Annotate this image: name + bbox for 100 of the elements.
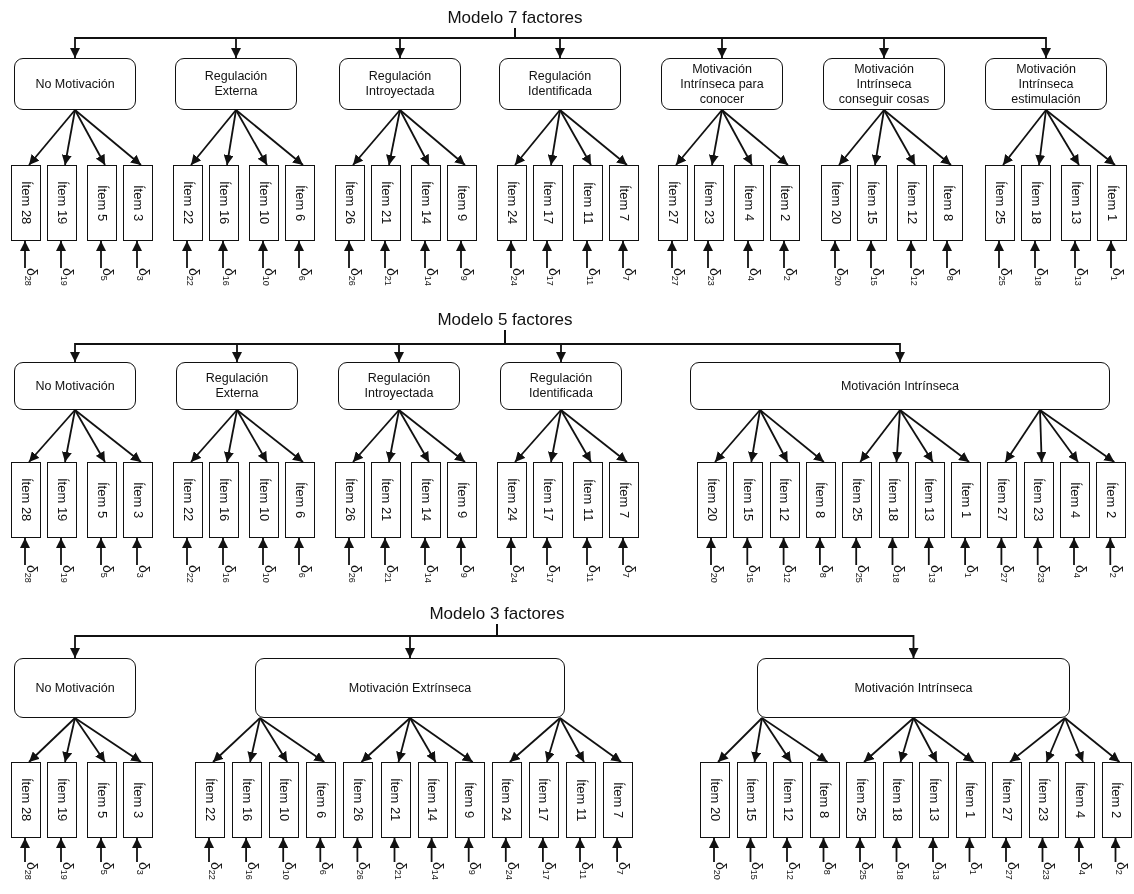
item-box: Ítem 26	[335, 165, 365, 241]
item-box: Ítem 7	[603, 762, 634, 838]
item-box: Ítem 4	[1065, 762, 1095, 838]
factor-box: No Motivación	[14, 362, 136, 410]
arrow	[851, 537, 862, 566]
item-box: Ítem 28	[11, 165, 41, 241]
arrow	[182, 537, 192, 566]
arrow	[386, 409, 400, 463]
item-box: Ítem 17	[528, 762, 559, 838]
arrow	[56, 837, 66, 863]
item-box: Ítem 4	[1060, 462, 1090, 538]
item-box: Ítem 9	[447, 462, 477, 538]
factor-box: Regulación Identificada	[500, 362, 622, 410]
arrow	[360, 717, 411, 763]
arrow	[294, 240, 304, 269]
item-box: Ítem 11	[573, 462, 603, 538]
item-box: Ítem 28	[11, 462, 41, 538]
arrow	[899, 409, 934, 463]
arrow	[96, 837, 106, 863]
arrow	[258, 240, 268, 269]
arrow	[96, 537, 106, 566]
arrow	[28, 717, 76, 763]
arrow	[352, 409, 400, 463]
arrow	[508, 717, 561, 763]
arrow	[344, 240, 354, 269]
arrow	[942, 240, 952, 269]
arrow	[928, 837, 938, 863]
item-box: Ítem 10	[249, 462, 279, 538]
arrow	[456, 537, 466, 566]
arrow	[912, 717, 975, 763]
arrow	[1045, 109, 1080, 166]
item-box: Ítem 5	[87, 165, 117, 241]
item-box: Ítem 16	[209, 165, 239, 241]
arrow	[898, 717, 915, 763]
arrow	[996, 537, 1007, 566]
arrow	[420, 537, 430, 566]
item-box: Ítem 18	[1021, 165, 1051, 241]
arrow	[506, 240, 516, 269]
item-box: Ítem 26	[343, 762, 374, 838]
item-box: Ítem 28	[11, 762, 41, 838]
arrow	[132, 537, 142, 566]
item-box: Ítem 20	[700, 762, 730, 838]
arrow	[883, 109, 952, 166]
arrow	[761, 717, 829, 763]
arrow	[899, 409, 970, 463]
item-box: Ítem 20	[821, 165, 851, 241]
item-box: Ítem 8	[933, 165, 963, 241]
arrow	[582, 537, 592, 566]
arrow	[560, 409, 592, 463]
arrow	[236, 409, 304, 463]
factor-box: Motivación Intrínseca conseguir cosas	[823, 58, 945, 110]
arrow	[855, 837, 865, 863]
factor-box: Regulación Identificada	[499, 58, 621, 110]
factor-box: Motivación Intrínseca estimulación	[985, 58, 1107, 110]
arrow	[1032, 537, 1043, 566]
item-box: Ítem 11	[566, 762, 596, 838]
arrow	[761, 717, 792, 763]
item-box: Ítem 27	[992, 762, 1022, 838]
arrow	[1002, 109, 1047, 166]
item-box: Ítem 8	[809, 762, 840, 838]
arrow	[74, 109, 142, 166]
arrow	[398, 409, 466, 463]
item-box: Ítem 21	[371, 165, 401, 241]
arrow	[547, 109, 561, 166]
arrow	[20, 537, 30, 566]
arrow	[294, 537, 304, 566]
factor-box: No Motivación	[14, 58, 136, 110]
item-box: Ítem 18	[882, 762, 913, 838]
arrow	[426, 837, 437, 863]
arrow	[396, 717, 411, 763]
item-box: Ítem 23	[1028, 762, 1059, 838]
arrow	[456, 240, 466, 269]
item-box: Ítem 21	[371, 462, 401, 538]
item-box: Ítem 25	[985, 165, 1015, 241]
arrow	[352, 837, 363, 863]
item-box: Ítem 10	[269, 762, 300, 838]
item-box: Ítem 6	[285, 165, 315, 241]
arrow	[74, 109, 106, 166]
item-box: Ítem 23	[694, 165, 724, 241]
arrow	[500, 837, 511, 863]
arrow	[62, 717, 76, 763]
arrow	[1110, 837, 1121, 863]
arrow	[544, 717, 561, 763]
arrow	[778, 537, 789, 566]
arrow	[912, 717, 938, 763]
arrow	[61, 109, 76, 166]
arrow	[224, 409, 238, 463]
item-box: Ítem 13	[919, 762, 949, 838]
arrow	[28, 409, 76, 463]
arrow	[74, 409, 142, 463]
arrow	[236, 409, 268, 463]
item-box: Ítem 12	[769, 462, 800, 538]
arrow	[708, 109, 723, 166]
arrow	[259, 717, 326, 763]
item-box: Ítem 25	[846, 762, 876, 838]
arrow	[259, 717, 289, 763]
item-box: Ítem 23	[1023, 462, 1054, 538]
arrow	[56, 537, 66, 566]
factor-box: Motivación Extrínseca	[255, 658, 565, 718]
arrow	[559, 717, 622, 763]
